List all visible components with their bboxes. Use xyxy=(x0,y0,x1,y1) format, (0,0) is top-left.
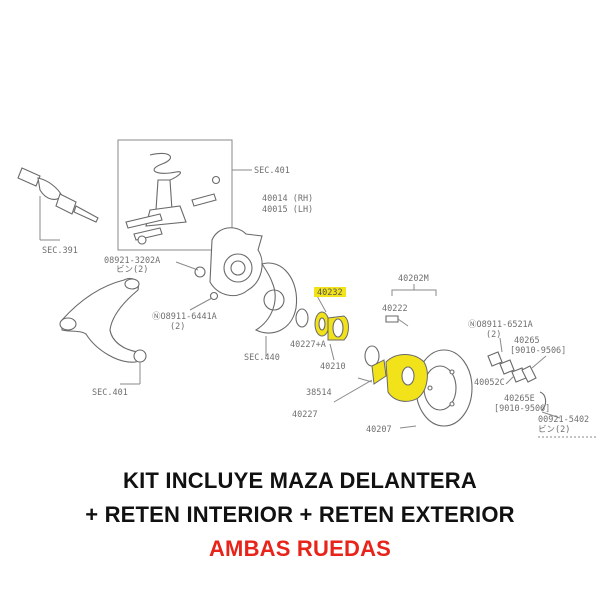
nut-washer-parts xyxy=(487,337,561,419)
label-40222: 40222 xyxy=(382,304,408,314)
hub-and-brake-disc xyxy=(333,284,473,429)
label-08911-6441a-sub: (2) xyxy=(170,322,185,332)
label-08911-6521a: ⓃO8911-6521A xyxy=(468,320,533,330)
caption-line-1: KIT INCLUYE MAZA DELANTERA xyxy=(123,468,477,493)
caption-line-2: + RETEN INTERIOR + RETEN EXTERIOR xyxy=(85,502,515,527)
label-highlight-part: 40232 xyxy=(317,288,343,298)
label-40265e-range: [9010-9506] xyxy=(494,404,550,414)
label-sec440: SEC.440 xyxy=(244,353,280,363)
label-40265-a-range: [9010-9506] xyxy=(510,346,566,356)
label-38514: 38514 xyxy=(306,388,332,398)
label-sec401-top: SEC.401 xyxy=(254,166,290,176)
label-40227-a: 40227+A xyxy=(290,340,326,350)
caption-line-3: AMBAS RUEDAS xyxy=(208,536,392,561)
label-08921-3202a: 08921-3202A xyxy=(104,256,160,266)
drive-shaft xyxy=(17,167,99,241)
label-sec391: SEC.391 xyxy=(42,246,78,256)
inner-seal-bearing xyxy=(295,293,349,361)
dust-shield xyxy=(254,262,298,356)
label-08911-6441a: ⓃO8911-6441A xyxy=(152,312,217,322)
highlight-part-badge xyxy=(314,287,346,297)
label-40014: 40014 (RH) xyxy=(262,194,313,204)
label-40265-a: 40265 xyxy=(514,336,540,346)
label-sec401-bottom: SEC.401 xyxy=(92,388,128,398)
highlighted-outer-seal xyxy=(371,359,387,385)
label-40052c: 40052C xyxy=(474,378,505,388)
label-40210: 40210 xyxy=(320,362,346,372)
label-08911-6521a-sub: (2) xyxy=(486,330,501,340)
label-40265e: 40265E xyxy=(504,394,535,404)
label-00921-5402-sub: ビン(2) xyxy=(538,425,570,435)
label-40207: 40207 xyxy=(366,425,392,435)
strut-assembly xyxy=(117,139,252,251)
label-00921-5402: 00921-5402 xyxy=(538,415,589,425)
steering-knuckle xyxy=(175,227,263,311)
label-40202m: 40202M xyxy=(398,274,429,284)
part-labels: SEC.401 40014 (RH) 40015 (LH) SEC.391 08… xyxy=(42,166,598,438)
label-40015: 40015 (LH) xyxy=(262,205,313,215)
lower-control-arm xyxy=(59,277,147,385)
label-08921-3202a-sub: ビン(2) xyxy=(116,265,148,275)
label-40227: 40227 xyxy=(292,410,318,420)
exploded-parts-diagram: SEC.401 40014 (RH) 40015 (LH) SEC.391 08… xyxy=(17,139,598,438)
